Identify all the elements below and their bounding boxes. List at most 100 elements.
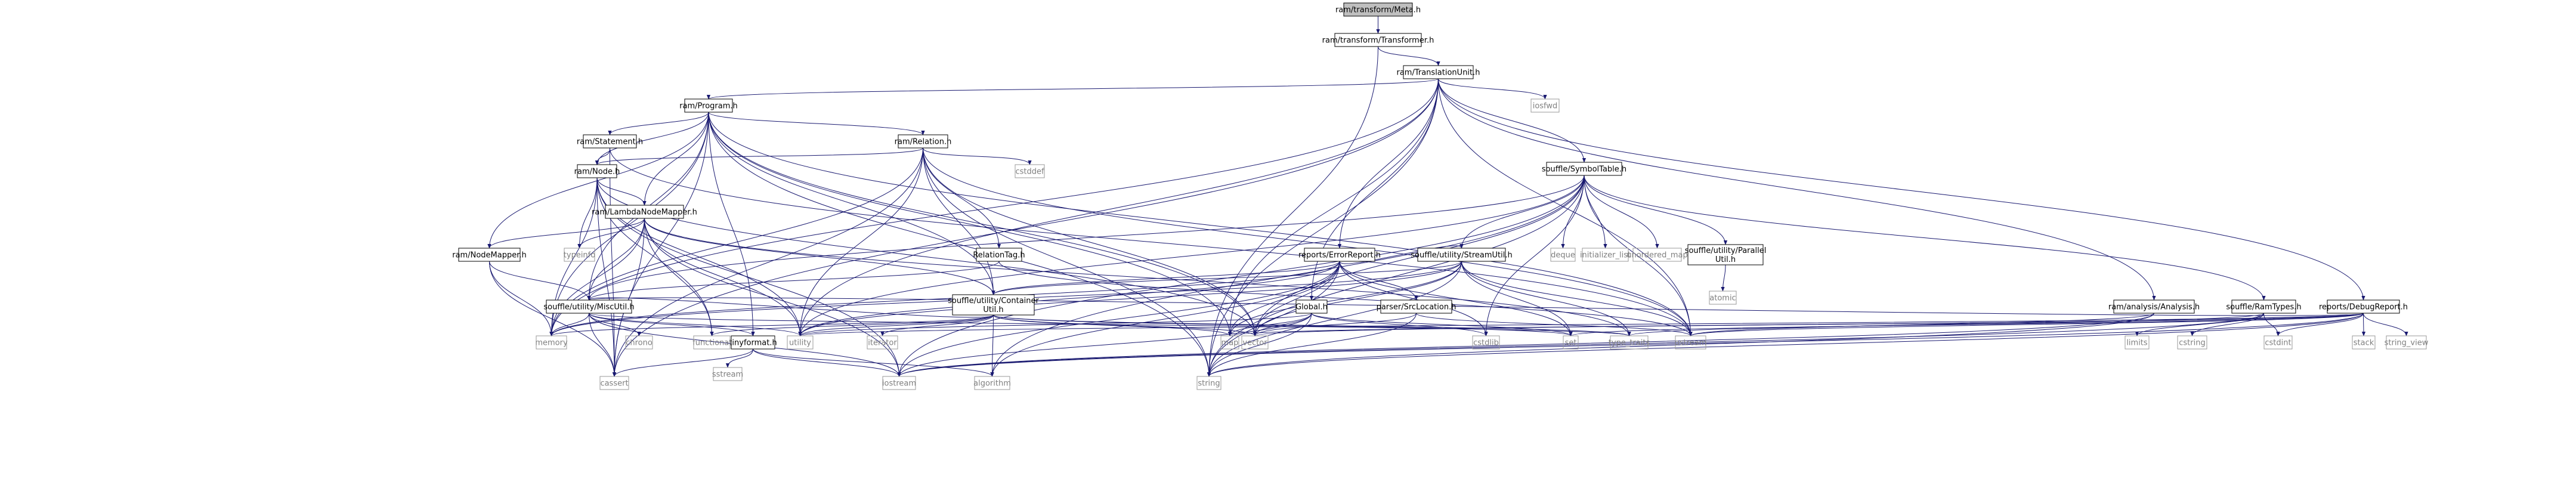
node-algorithm: algorithm [973, 376, 1011, 390]
edge-souffle_symboltable-to-iostream [897, 175, 1585, 377]
edge-reports_errorreport-to-algorithm [990, 261, 1340, 377]
node-ram_statement[interactable]: ram/Statement.h [577, 134, 643, 149]
node-ram_transform_transformer[interactable]: ram/transform/Transformer.h [1322, 33, 1434, 47]
node-box [2352, 335, 2376, 350]
node-box [2231, 299, 2296, 314]
edge-souffle_utility_streamutil-to-utility [798, 261, 1462, 336]
node-unordered_map: unordered_map [1626, 248, 1688, 262]
edge-souffle_utility_miscutil-to-tinyformat [589, 313, 755, 336]
node-ram_relation[interactable]: ram/Relation.h [895, 134, 952, 149]
edge-souffle_utility_containerutil-to-souffle_utility_miscutil [587, 295, 994, 318]
node-label: iostream [882, 379, 916, 388]
node-box [1472, 335, 1500, 350]
node-relationtag[interactable]: RelationTag.h [973, 248, 1025, 262]
node-box [2386, 335, 2427, 350]
edge-reports_errorreport-to-map [1227, 261, 1340, 336]
edge-tinyformat-to-cassert [612, 348, 753, 377]
edge-ram_program-to-vector [708, 112, 1257, 336]
edge-ram_program-to-map [708, 112, 1232, 336]
node-box [1675, 335, 1706, 350]
node-label: ram/Statement.h [577, 138, 643, 147]
edge-ram_translationunit-to-reports_errorreport [1337, 78, 1439, 249]
edge-ram_lambdanodemapper-to-souffle_utility_miscutil [587, 218, 645, 301]
node-parser_srclocation[interactable]: parser/SrcLocation.h [1377, 299, 1456, 314]
edge-ram_translationunit-to-reports_debugreport [1438, 78, 2365, 301]
edge-souffle_utility_containerutil-to-utility [798, 314, 994, 336]
edge-ram_lambdanodemapper-to-memory [549, 218, 645, 336]
edge-tinyformat-to-sstream [725, 348, 753, 368]
node-label: typeinfo [564, 251, 595, 260]
node-deque: deque [1550, 248, 1576, 262]
node-chrono: chrono [625, 335, 653, 350]
node-ram_lambdanodemapper[interactable]: ram/LambdaNodeMapper.h [592, 205, 697, 219]
edge-souffle_utility_containerutil-to-memory [549, 314, 994, 336]
edge-ram_relation-to-utility [798, 147, 923, 336]
node-box [1220, 335, 1239, 350]
node-label: set [1565, 339, 1577, 348]
node-box [1687, 244, 1764, 265]
node-souffle_symboltable[interactable]: souffle/SymbolTable.h [1542, 162, 1626, 176]
node-ram_transform_meta[interactable]: ram/transform/Meta.h [1335, 2, 1421, 17]
node-cstring: cstring [2177, 335, 2207, 350]
node-label: ram/transform/Meta.h [1335, 6, 1421, 15]
edge-souffle_symboltable-to-deque [1561, 175, 1585, 249]
edge-souffle_utility_miscutil-to-chrono [589, 313, 641, 336]
edge-ram_node-to-typeinfo [577, 177, 598, 249]
node-map: map [1220, 335, 1239, 350]
node-box [2327, 299, 2400, 314]
node-label: souffle/utility/Container [948, 296, 1039, 305]
edge-ram_transform_transformer-to-string [1207, 46, 1378, 377]
node-box [1610, 335, 1649, 350]
edge-tinyformat-to-algorithm [753, 348, 994, 377]
node-ostream: ostream [1675, 335, 1706, 350]
node-label: unordered_map [1626, 251, 1688, 260]
node-box [1343, 2, 1413, 17]
node-box [546, 299, 632, 314]
edge-souffle_ramtypes-to-cstring [2190, 313, 2264, 336]
node-ram_program[interactable]: ram/Program.h [679, 98, 738, 113]
node-ram_nodemapper[interactable]: ram/NodeMapper.h [452, 248, 527, 262]
node-box [2113, 299, 2195, 314]
node-ram_node[interactable]: ram/Node.h [574, 164, 620, 178]
edge-reports_errorreport-to-vector [1253, 261, 1340, 336]
node-box [605, 205, 684, 219]
node-functional: functional [692, 335, 731, 350]
node-label: souffle/utility/StreamUtil.h [1411, 251, 1513, 260]
node-reports_errorreport[interactable]: reports/ErrorReport.h [1298, 248, 1381, 262]
node-box [536, 335, 567, 350]
edge-ram_relation-to-cassert [612, 147, 923, 377]
node-souffle_utility_miscutil[interactable]: souffle/utility/MiscUtil.h [543, 299, 635, 314]
node-box [787, 335, 814, 350]
node-souffle_utility_streamutil[interactable]: souffle/utility/StreamUtil.h [1411, 248, 1513, 262]
node-label: ram/Relation.h [895, 138, 952, 147]
node-label: initializer_list [1580, 251, 1631, 260]
node-ram_analysis_analysis[interactable]: ram/analysis/Analysis.h [2108, 299, 2200, 314]
node-box [952, 294, 1035, 316]
edge-souffle_utility_miscutil-to-type_traits [589, 313, 1631, 336]
node-label: cstdlib [1473, 339, 1499, 348]
edge-souffle_symboltable-to-souffle_ramtypes [1584, 175, 2266, 301]
node-set: set [1563, 335, 1579, 350]
edge-reports_errorreport-to-memory [549, 261, 1340, 336]
node-box [577, 164, 617, 178]
edge-reports_debugreport-to-cstdint [2276, 313, 2364, 336]
node-box [1241, 335, 1269, 350]
node-label: deque [1551, 251, 1575, 260]
edge-souffle_symboltable-to-souffle_utility_streamutil [1459, 175, 1585, 249]
node-box [1563, 335, 1579, 350]
node-iterator: iterator [867, 335, 898, 350]
node-ram_translationunit[interactable]: ram/TranslationUnit.h [1396, 65, 1480, 79]
node-tinyformat[interactable]: tinyformat.h [729, 335, 777, 350]
node-string_view: string_view [2385, 335, 2429, 350]
node-box [1295, 299, 1328, 314]
node-reports_debugreport[interactable]: reports/DebugReport.h [2319, 299, 2408, 314]
node-souffle_ramtypes[interactable]: souffle/RamTypes.h [2226, 299, 2302, 314]
edge-reports_debugreport-to-string_view [2363, 313, 2408, 336]
node-label: ram/LambdaNodeMapper.h [592, 208, 697, 217]
node-global[interactable]: Global.h [1295, 299, 1328, 314]
edge-ram_statement-to-ostream [610, 147, 1693, 336]
edge-ram_relation-to-relationtag [923, 147, 1001, 249]
